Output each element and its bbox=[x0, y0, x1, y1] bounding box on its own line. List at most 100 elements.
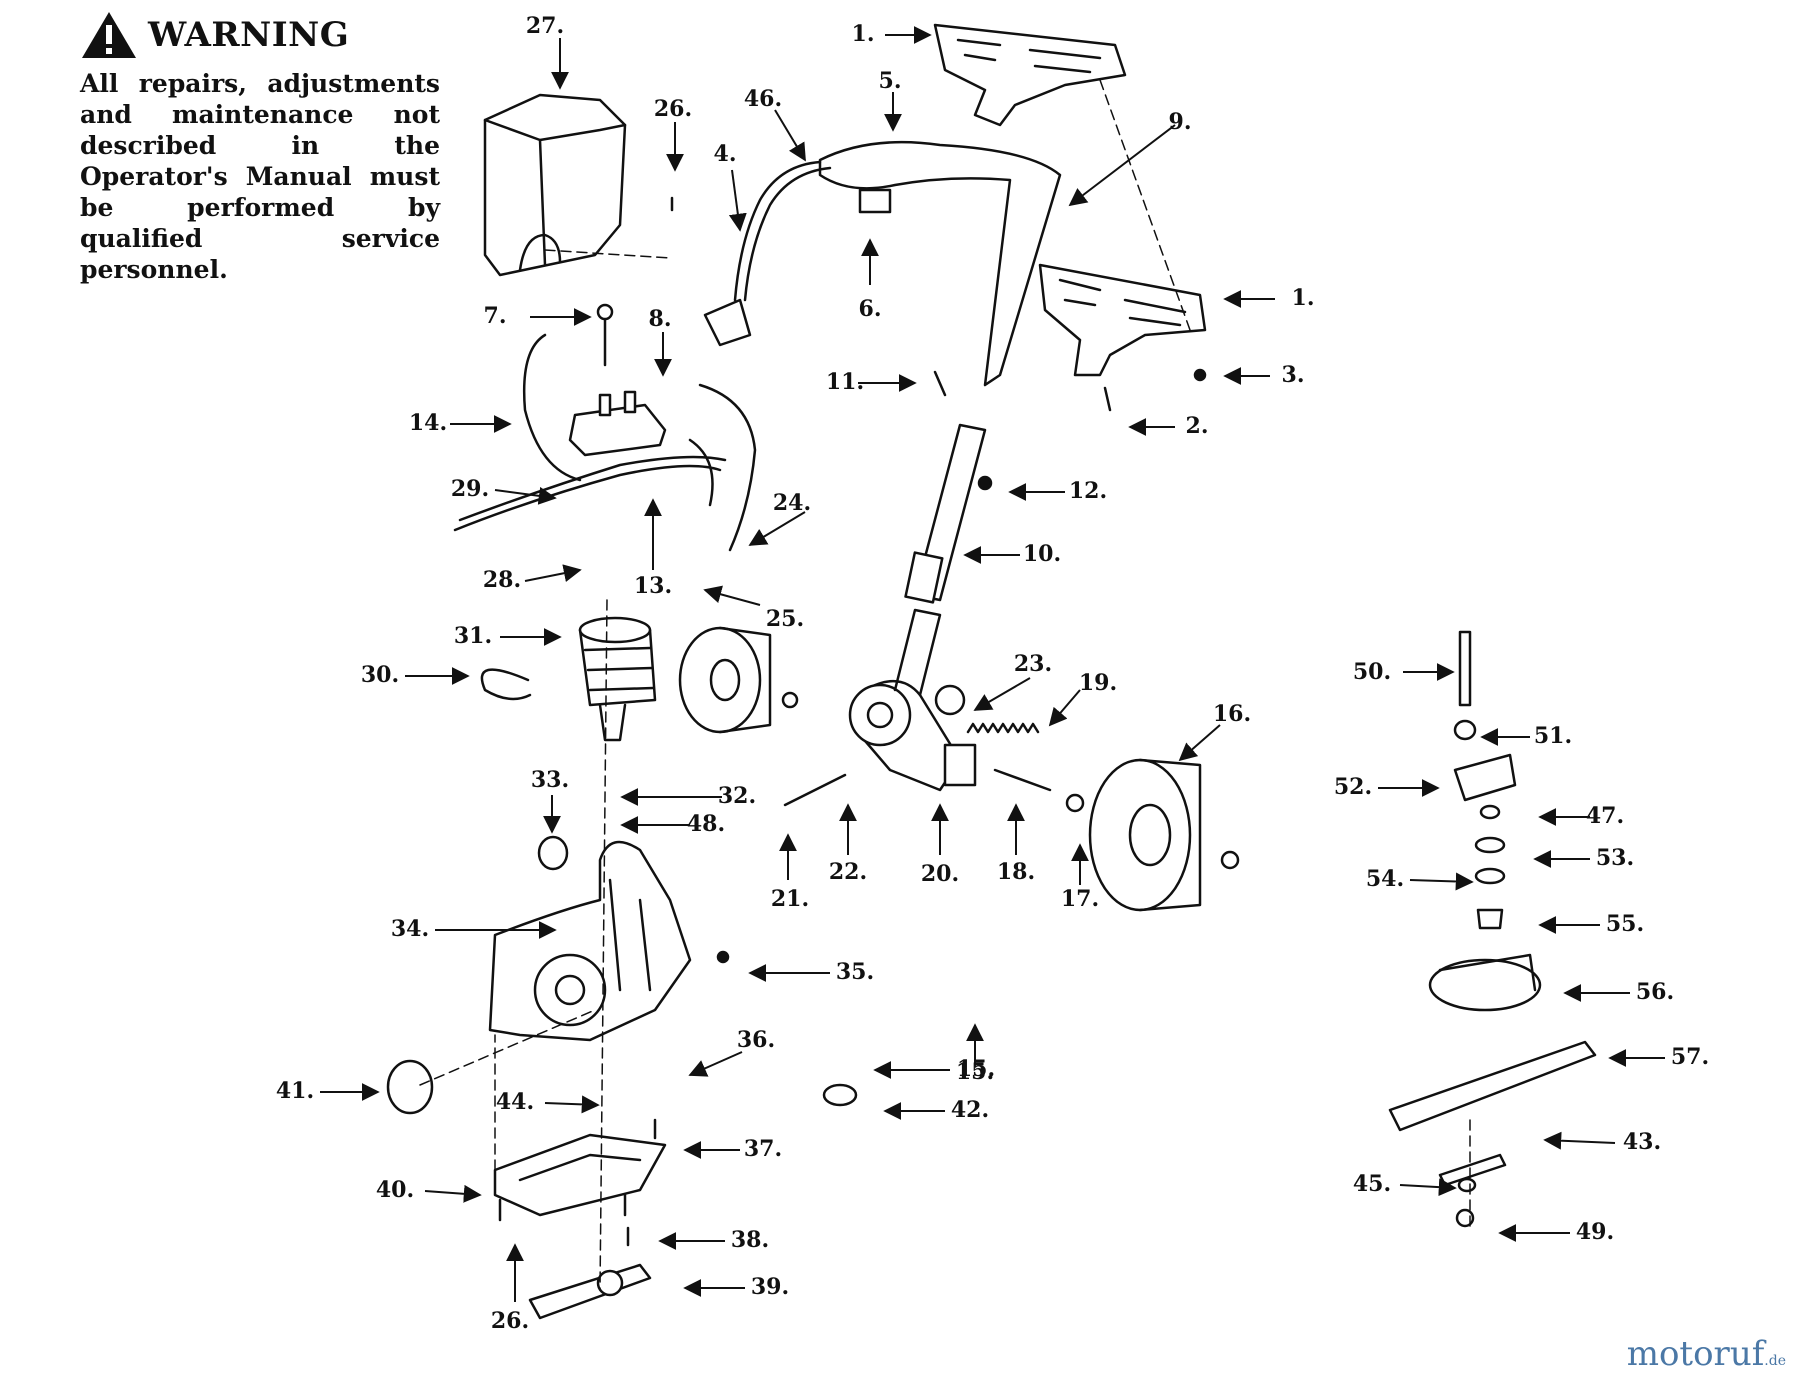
part-callout-label: 42. bbox=[951, 1097, 989, 1123]
part-callout-label: 43. bbox=[1623, 1129, 1661, 1155]
part-callout-label: 17. bbox=[1061, 886, 1099, 912]
screws-part bbox=[498, 196, 1207, 1247]
part-callout-label: 8. bbox=[649, 306, 672, 332]
part-callout-label: 54. bbox=[1366, 866, 1404, 892]
watermark-logo: motoruf.de bbox=[1627, 1334, 1786, 1374]
watermark-text: motoruf bbox=[1626, 1334, 1765, 1374]
lower-handle-part bbox=[904, 423, 987, 604]
part-callout-label: 1. bbox=[1292, 285, 1315, 311]
callout-arrow bbox=[1543, 1131, 1616, 1150]
callout-arrow bbox=[688, 1051, 743, 1077]
part-callout-label: 21. bbox=[771, 886, 809, 912]
part-callout-label: 41. bbox=[276, 1078, 314, 1104]
part-callout-label: 49. bbox=[1576, 1219, 1614, 1245]
part-callout-label: 44. bbox=[496, 1089, 534, 1115]
fan-wheel-part bbox=[678, 626, 799, 734]
callout-arrow bbox=[748, 511, 806, 546]
part-callout-label: 14. bbox=[409, 410, 447, 436]
part-callout-label: 37. bbox=[744, 1136, 782, 1162]
part-callout-label: 32. bbox=[718, 783, 756, 809]
callout-arrow bbox=[544, 1095, 600, 1114]
warning-box: WARNING All repairs, adjustments and mai… bbox=[80, 10, 440, 285]
part-callout-label: 38. bbox=[731, 1227, 769, 1253]
part-callout-label: 24. bbox=[773, 490, 811, 516]
part-callout-label: 18. bbox=[997, 859, 1035, 885]
part-callout-label: 35. bbox=[836, 959, 874, 985]
part-callout-label: 11. bbox=[826, 369, 864, 395]
callout-arrow bbox=[494, 486, 557, 505]
callout-arrow bbox=[424, 1184, 482, 1203]
watermark-suffix: .de bbox=[1764, 1353, 1786, 1369]
part-callout-label: 2. bbox=[1186, 413, 1209, 439]
part-callout-label: 46. bbox=[744, 86, 782, 112]
gear-housing-part bbox=[848, 608, 977, 792]
wiring-part bbox=[453, 333, 757, 552]
part-callout-label: 15. bbox=[956, 1059, 994, 1085]
part-callout-label: 33. bbox=[531, 767, 569, 793]
part-callout-label: 5. bbox=[879, 68, 902, 94]
callout-arrow bbox=[524, 564, 582, 583]
part-callout-label: 47. bbox=[1586, 803, 1624, 829]
alignment-lines bbox=[419, 79, 1471, 1291]
ball-part bbox=[934, 684, 966, 716]
part-callout-label: 56. bbox=[1636, 979, 1674, 1005]
warning-title: WARNING bbox=[148, 15, 350, 55]
motor-cover-part bbox=[483, 93, 627, 277]
part-callout-label: 4. bbox=[714, 141, 737, 167]
part-callout-label: 19. bbox=[1079, 670, 1117, 696]
part-callout-label: 39. bbox=[751, 1274, 789, 1300]
part-callout-label: 34. bbox=[391, 916, 429, 942]
part-callout-label: 9. bbox=[1169, 109, 1192, 135]
small-blade-part bbox=[528, 1263, 652, 1320]
part-callout-label: 23. bbox=[1014, 651, 1052, 677]
callout-arrow bbox=[1178, 724, 1221, 762]
callout-arrow bbox=[728, 169, 747, 232]
part-callout-label: 48. bbox=[687, 811, 725, 837]
washer-part bbox=[822, 1083, 858, 1107]
part-callout-label: 26. bbox=[654, 96, 692, 122]
part-callout-label: 10. bbox=[1023, 541, 1061, 567]
handle-grip-lower-part bbox=[1038, 263, 1207, 377]
base-housing-part bbox=[488, 840, 692, 1042]
part-callout-label: 27. bbox=[526, 13, 564, 39]
callout-arrow bbox=[1409, 872, 1474, 891]
seal-part bbox=[537, 835, 569, 871]
part-callout-label: 28. bbox=[483, 567, 521, 593]
part-callout-label: 45. bbox=[1353, 1171, 1391, 1197]
part-callout-label: 50. bbox=[1353, 659, 1391, 685]
part-callout-label: 20. bbox=[921, 861, 959, 887]
part-callout-label: 22. bbox=[829, 859, 867, 885]
part-callout-label: 7. bbox=[484, 303, 507, 329]
part-callout-label: 15. bbox=[957, 1056, 995, 1082]
wheel-part bbox=[1065, 758, 1240, 912]
axle-rod-part bbox=[993, 768, 1052, 792]
cord-part bbox=[703, 160, 832, 347]
callout-arrow bbox=[1399, 1178, 1457, 1197]
part-callout-label: 12. bbox=[1069, 478, 1107, 504]
part-callout-label: 53. bbox=[1596, 845, 1634, 871]
callout-arrow bbox=[973, 677, 1031, 711]
part-callout-label: 57. bbox=[1671, 1044, 1709, 1070]
part-callout-label: 52. bbox=[1334, 774, 1372, 800]
adjusting-rod-part bbox=[783, 773, 847, 807]
upper-handle-part bbox=[818, 140, 1062, 387]
blade-assembly-part bbox=[1388, 630, 1597, 1228]
armature-part bbox=[578, 616, 657, 742]
part-callout-label: 29. bbox=[451, 476, 489, 502]
brush-holder-part bbox=[568, 390, 667, 457]
part-callout-label: 51. bbox=[1534, 723, 1572, 749]
part-callout-label: 25. bbox=[766, 606, 804, 632]
cap-part bbox=[386, 1059, 434, 1115]
retaining-ring-part bbox=[480, 668, 532, 701]
part-callout-label: 16. bbox=[1213, 701, 1251, 727]
part-callout-label: 31. bbox=[454, 623, 492, 649]
spring-part bbox=[966, 722, 1040, 734]
part-callout-label: 26. bbox=[491, 1308, 529, 1334]
part-callout-label: 1. bbox=[852, 21, 875, 47]
callout-arrow bbox=[1068, 124, 1176, 207]
part-callout-label: 55. bbox=[1606, 911, 1644, 937]
part-callout-label: 40. bbox=[376, 1177, 414, 1203]
warning-triangle-icon bbox=[82, 12, 136, 58]
callout-arrow bbox=[1048, 689, 1081, 727]
